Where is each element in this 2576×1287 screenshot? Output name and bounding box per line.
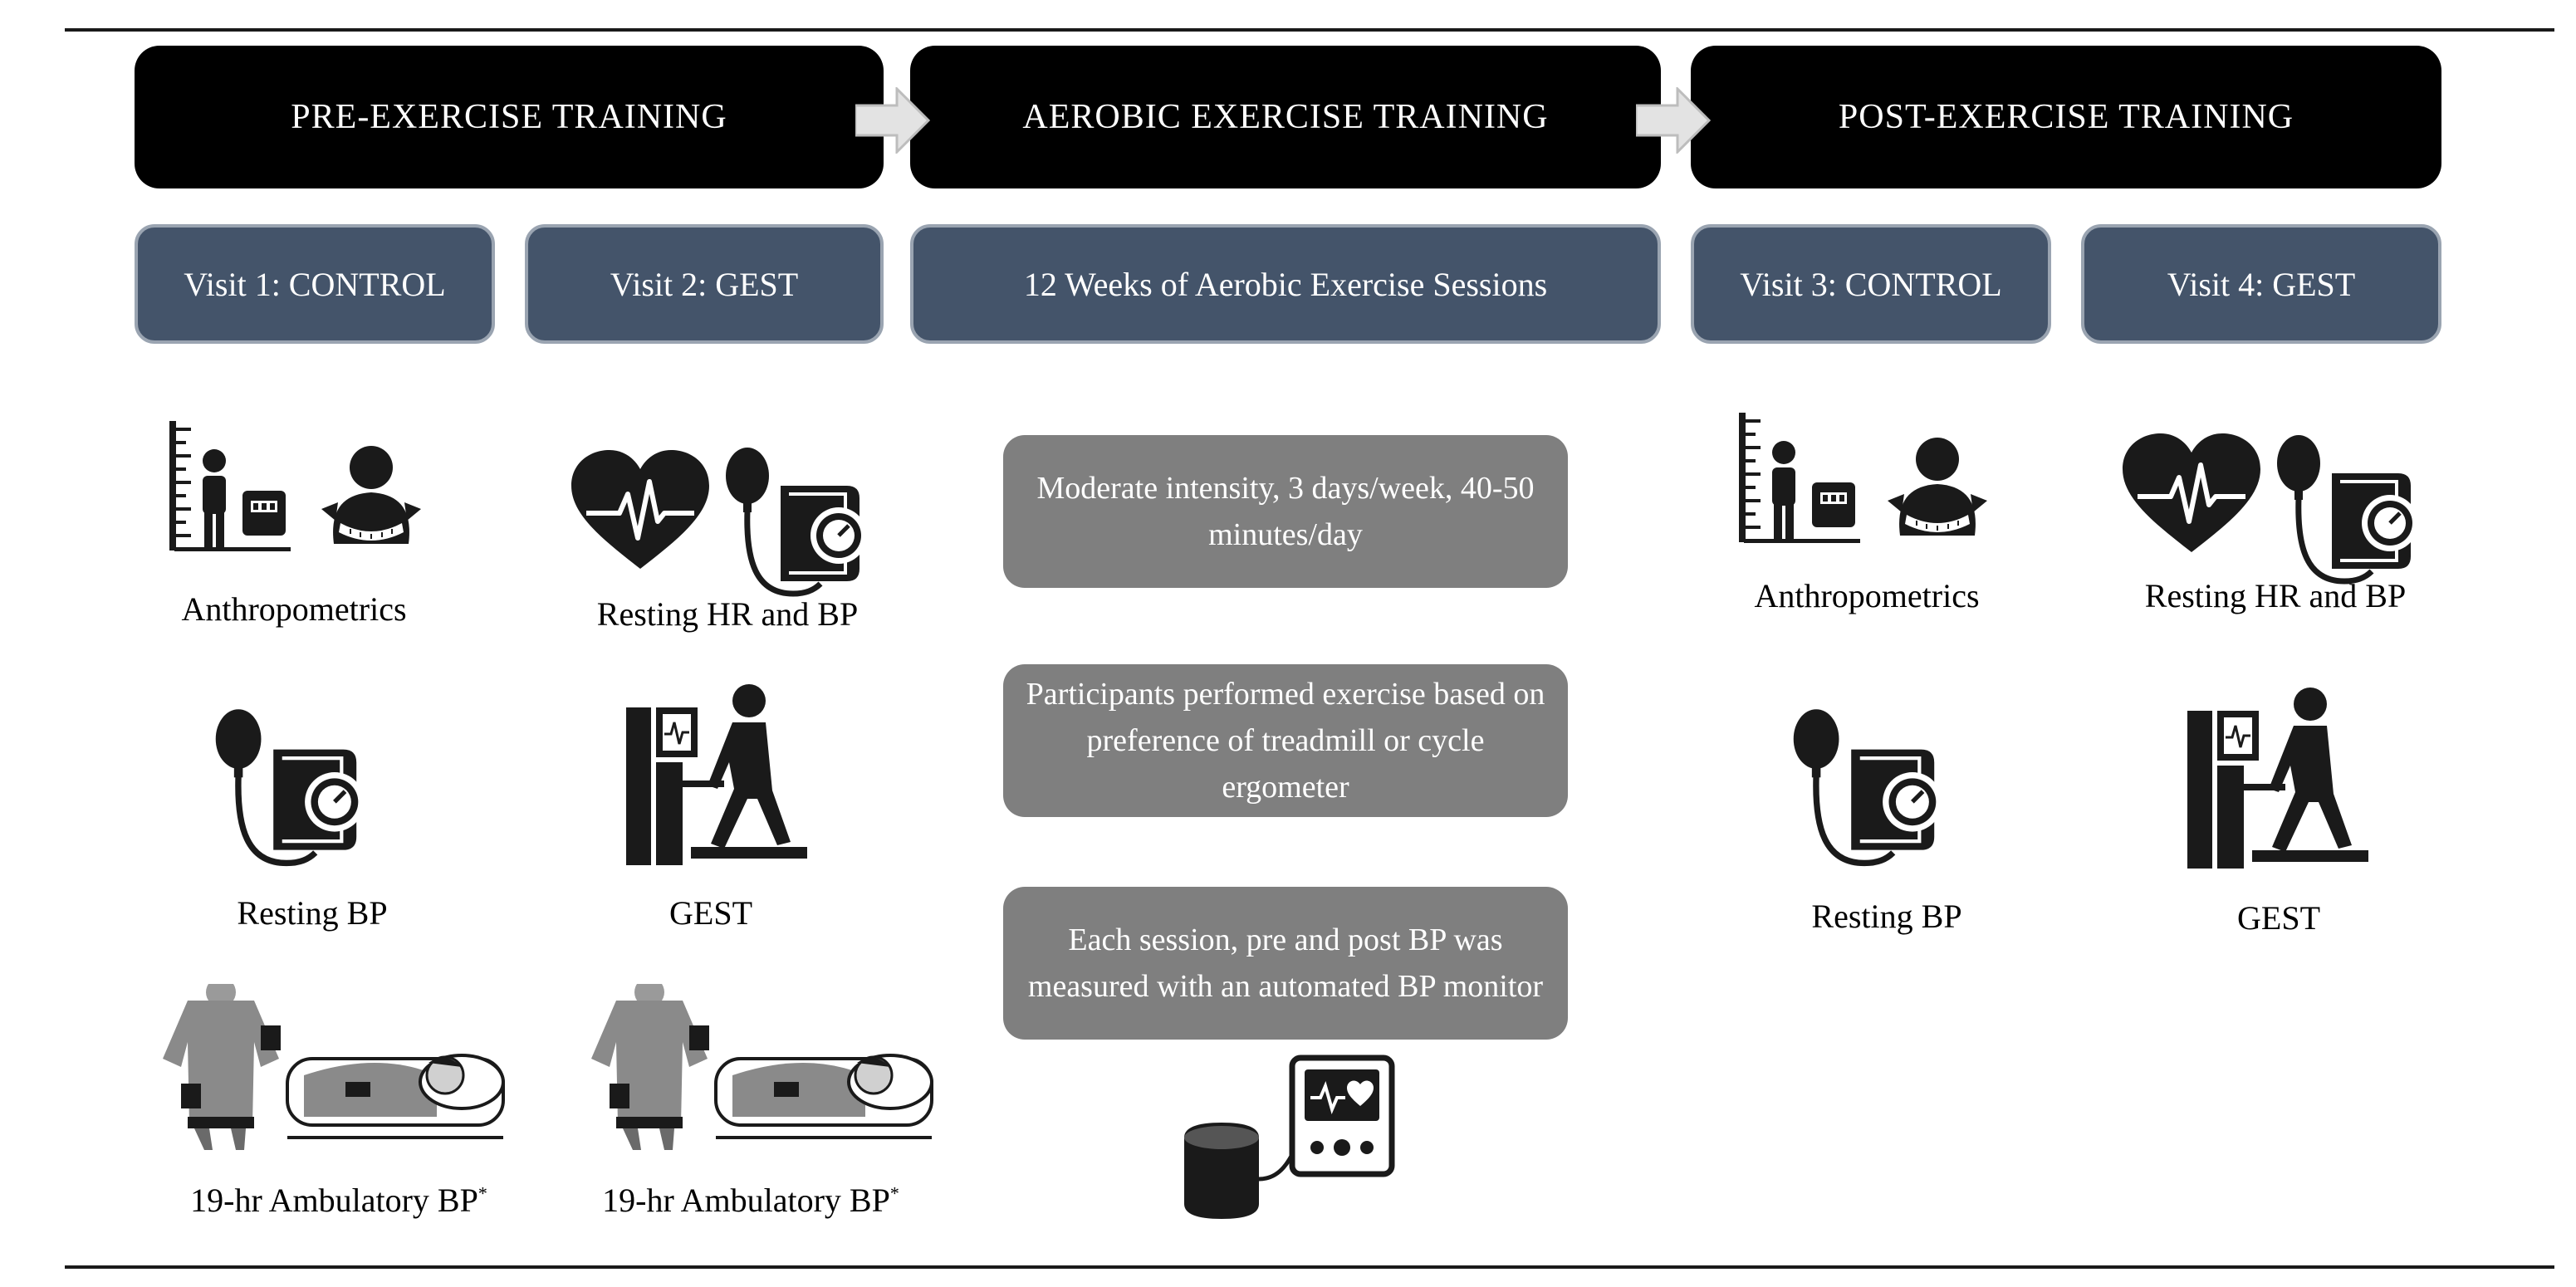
caption-anthropometrics: Anthropometrics <box>181 590 407 628</box>
caption-resting-bp: Resting BP <box>1811 898 1962 935</box>
treadmill-icon <box>624 683 807 865</box>
height-scale-icon <box>166 419 291 552</box>
bp-monitor-icon <box>1176 1055 1400 1221</box>
caption-anthropometrics: Anthropometrics <box>1754 577 1980 614</box>
bp-cuff-icon <box>208 706 365 872</box>
caption-gest: GEST <box>2237 899 2320 937</box>
caption-text: 19-hr Ambulatory BP <box>190 1182 478 1219</box>
caption-resting-hr-bp: Resting HR and BP <box>2144 577 2407 614</box>
phase-post-exercise: POST-EXERCISE TRAINING <box>1691 46 2441 188</box>
footnote-asterisk: * <box>477 1182 487 1204</box>
phase-label: PRE-EXERCISE TRAINING <box>291 98 727 136</box>
bp-cuff-icon <box>722 444 864 602</box>
arrow-right-icon <box>855 87 930 154</box>
visit-label: Visit 3: CONTROL <box>1740 265 2002 303</box>
waist-measure-icon <box>1883 436 1991 544</box>
waist-measure-icon <box>317 444 425 552</box>
bp-cuff-icon <box>1785 706 1943 872</box>
top-rule <box>65 28 2554 32</box>
visit-label: Visit 1: CONTROL <box>184 265 446 303</box>
visit-3-control: Visit 3: CONTROL <box>1691 224 2051 344</box>
caption-resting-hr-bp: Resting HR and BP <box>596 595 859 633</box>
training-period: 12 Weeks of Aerobic Exercise Sessions <box>910 224 1661 344</box>
caption-resting-bp: Resting BP <box>237 894 388 932</box>
caption-gest: GEST <box>669 894 752 932</box>
phase-aerobic: AEROBIC EXERCISE TRAINING <box>910 46 1661 188</box>
bp-cuff-icon <box>2274 432 2415 590</box>
visit-label: 12 Weeks of Aerobic Exercise Sessions <box>1023 265 1548 303</box>
visit-label: Visit 2: GEST <box>610 265 799 303</box>
note-modality: Participants performed exercise based on… <box>1003 664 1568 817</box>
caption-text: 19-hr Ambulatory BP <box>602 1182 890 1219</box>
heart-rate-icon <box>570 448 711 573</box>
ambulatory-bp-icon <box>163 984 512 1150</box>
phase-label: AEROBIC EXERCISE TRAINING <box>1022 98 1549 136</box>
treadmill-icon <box>2186 686 2368 869</box>
footnote-asterisk: * <box>889 1182 899 1204</box>
visit-4-gest: Visit 4: GEST <box>2081 224 2441 344</box>
arrow-right-icon <box>1636 87 1711 154</box>
caption-ambulatory-bp: 19-hr Ambulatory BP* <box>602 1181 899 1220</box>
bottom-rule <box>65 1265 2554 1269</box>
height-scale-icon <box>1736 411 1860 544</box>
visit-1-control: Visit 1: CONTROL <box>135 224 495 344</box>
visit-2-gest: Visit 2: GEST <box>525 224 884 344</box>
phase-label: POST-EXERCISE TRAINING <box>1838 98 2294 136</box>
caption-ambulatory-bp: 19-hr Ambulatory BP* <box>190 1181 487 1220</box>
note-bp-measurement: Each session, pre and post BP was measur… <box>1003 887 1568 1040</box>
visit-label: Visit 4: GEST <box>2167 265 2356 303</box>
heart-rate-icon <box>2121 432 2262 556</box>
note-intensity: Moderate intensity, 3 days/week, 40-50 m… <box>1003 435 1568 588</box>
phase-pre-exercise: PRE-EXERCISE TRAINING <box>135 46 884 188</box>
ambulatory-bp-icon <box>591 984 940 1150</box>
